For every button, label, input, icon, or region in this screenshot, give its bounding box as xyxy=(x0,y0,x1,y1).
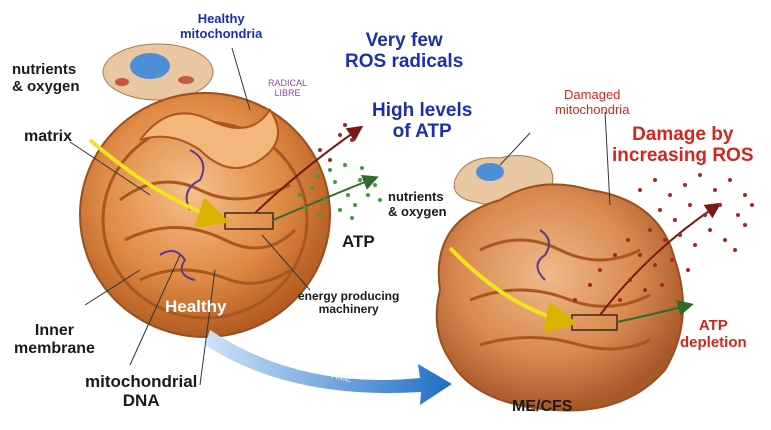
damage-ros-label: Damage by increasing ROS xyxy=(612,124,754,167)
matrix-label: matrix xyxy=(24,128,72,146)
radical-libre-label: RADICAL LIBRE xyxy=(268,78,307,98)
inner-membrane-label: Inner membrane xyxy=(14,322,95,358)
damaged-mitochondria-label: Damaged mitochondria xyxy=(555,88,629,117)
mitochondrial-dna-label: mitochondrial DNA xyxy=(85,372,197,410)
atp-label: ATP xyxy=(342,232,375,251)
energy-machinery-label: energy producing machinery xyxy=(298,290,399,317)
healthy-cell-icon xyxy=(103,44,213,100)
healthy-mitochondria-label: Healthy mitochondria xyxy=(180,12,262,41)
nutrients-oxygen-right-label: nutrients & oxygen xyxy=(388,190,447,219)
healthy-label: Healthy xyxy=(165,297,226,316)
damaged-mitochondrion xyxy=(437,184,683,410)
high-atp-label: High levels of ATP xyxy=(372,100,472,143)
very-few-ros-label: Very few ROS radicals xyxy=(345,30,463,73)
nutrients-oxygen-left-label: nutrients & oxygen xyxy=(12,62,80,96)
mecfs-label: ME/CFS xyxy=(512,398,572,416)
ros-particles-healthy xyxy=(318,123,354,162)
atp-depletion-label: ATP depletion xyxy=(680,318,747,352)
time-arrow xyxy=(205,330,452,405)
